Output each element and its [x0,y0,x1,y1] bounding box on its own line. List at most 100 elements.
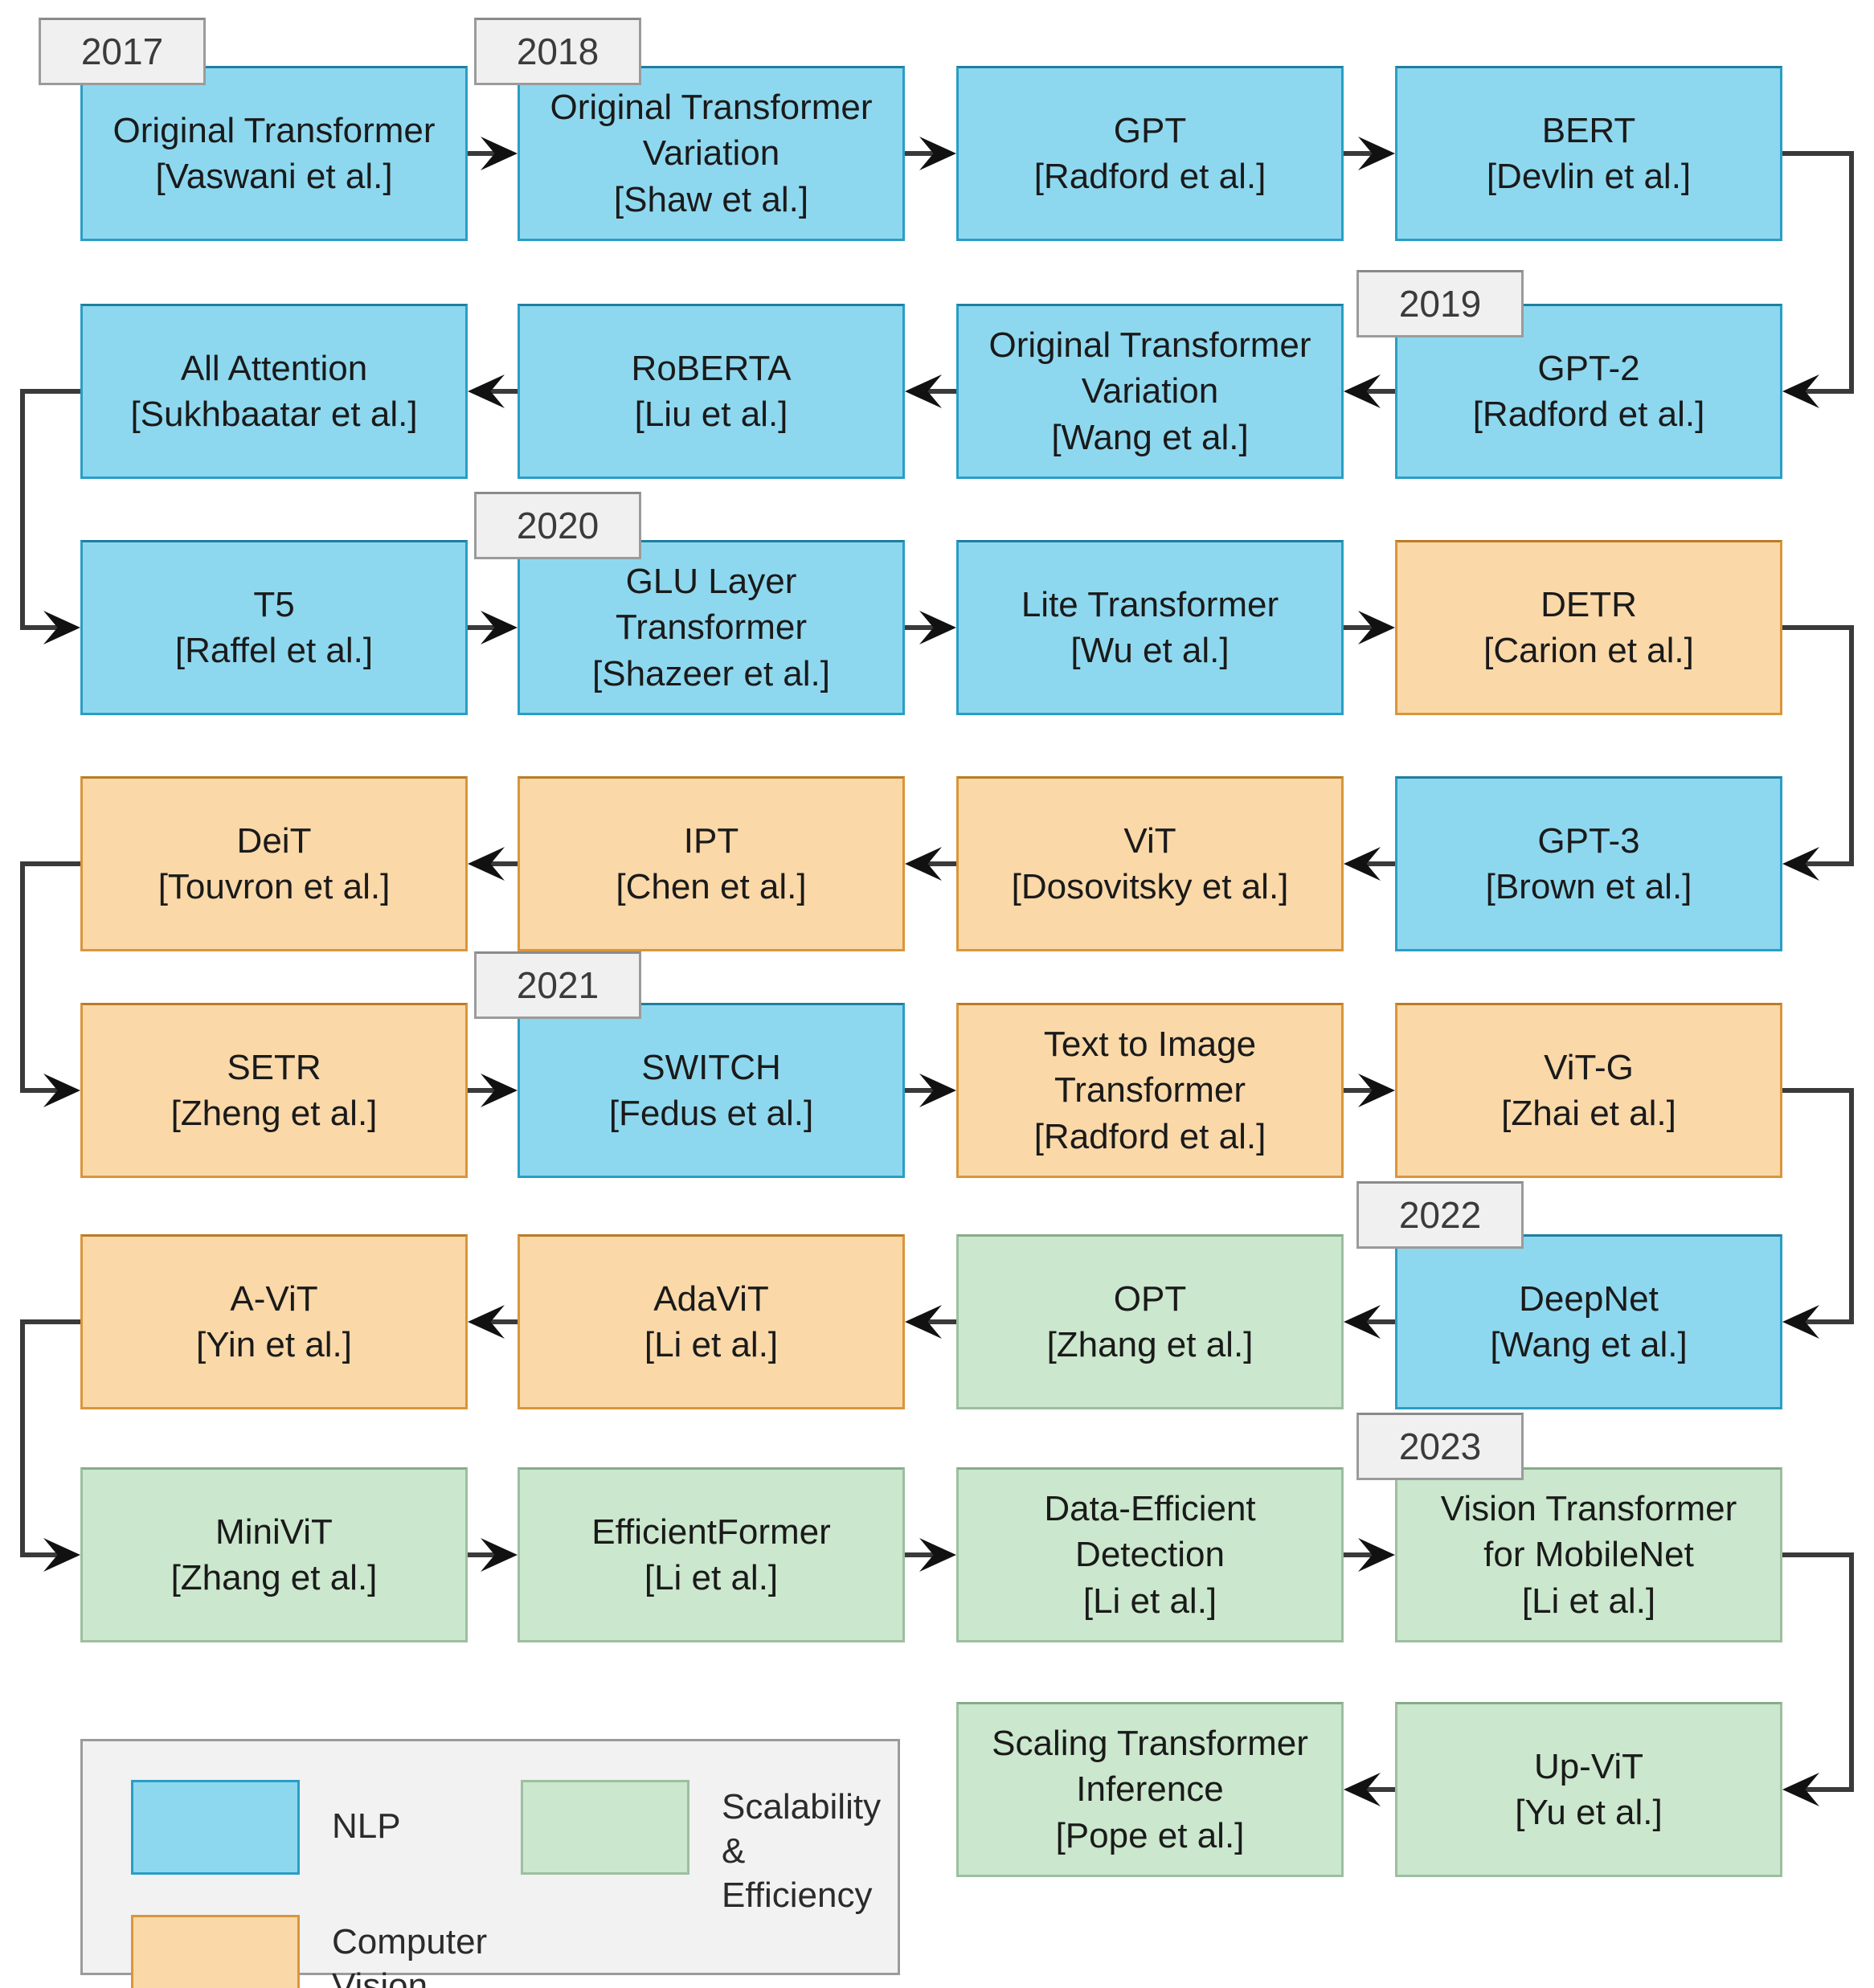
edge-deit-to-setr [20,861,80,1093]
node-gpt-3[interactable]: GPT-3[Brown et al.] [1395,776,1782,951]
node-setr[interactable]: SETR [Zheng et al.] [80,1003,468,1178]
node-t5[interactable]: T5[Raffel et al.] [80,540,468,715]
node-original-transformer-variation-shaw-line-1: Variation [642,133,780,174]
node-gpt[interactable]: GPT[Radford et al.] [956,66,1344,241]
year-badge-2018: 2018 [474,18,641,85]
edge-vit-g-to-deepnet-arrowhead [1782,1305,1819,1339]
node-original-transformer-line-0: Original Transformer [113,110,436,150]
node-adavit[interactable]: AdaViT[Li et al.] [518,1234,905,1409]
node-minivit[interactable]: MiniViT [Zhang et al.] [80,1467,468,1642]
edge-data-efficient-detection-to-vision-transformer-for-mobilenet-arrowhead [1358,1538,1395,1572]
node-t5-line-1: [Raffel et al.] [174,631,374,670]
edge-lite-transformer-to-detr-arrowhead [1358,611,1395,644]
node-data-efficient-detection-line-2: [Li et al.] [1082,1581,1217,1621]
node-ipt-line-1: [Chen et al.] [616,867,807,906]
node-adavit-line-0: AdaViT [653,1278,769,1319]
node-data-efficient-detection-line-1: Detection [1075,1535,1225,1575]
edge-a-vit-to-minivit-arrowhead [43,1538,80,1572]
edge-all-attention-to-t5 [20,389,80,630]
node-lite-transformer[interactable]: Lite Transformer[Wu et al.] [956,540,1344,715]
edge-roberta-to-all-attention-arrowhead [468,374,505,408]
legend-swatch-computer-vision [131,1915,300,1988]
node-minivit-line-1: [Zhang et al.] [170,1558,378,1597]
edge-switch-to-text-to-image-transformer-arrowhead [919,1074,956,1107]
node-roberta[interactable]: RoBERTA[Liu et al.] [518,304,905,479]
edge-gpt-to-bert-arrowhead [1358,137,1395,170]
edge-a-vit-to-minivit [20,1319,80,1557]
node-opt-line-1: [Zhang et al.] [1046,1325,1254,1364]
edge-up-vit-to-scaling-transformer-inference-arrowhead [1344,1773,1381,1806]
node-gpt-3-line-0: GPT-3 [1537,820,1640,861]
node-deepnet-line-0: DeepNet [1519,1278,1659,1319]
legend-label-computer-vision: Computer Vision [332,1922,488,1988]
node-glu-layer-transformer-line-1: Transformer [616,607,807,648]
edge-glu-layer-transformer-to-lite-transformer-arrowhead [919,611,956,644]
node-vit[interactable]: ViT[Dosovitsky et al.] [956,776,1344,951]
node-up-vit-line-0: Up-ViT [1533,1746,1644,1786]
node-bert[interactable]: BERT[Devlin et al.] [1395,66,1782,241]
node-roberta-line-1: [Liu et al.] [634,395,788,434]
legend-panel: NLP Computer Vision Scalability & Effici… [80,1739,900,1988]
node-deit-line-0: DeiT [236,820,312,861]
node-bert-line-0: BERT [1541,110,1636,150]
node-text-to-image-transformer-line-2: [Radford et al.] [1033,1116,1266,1156]
node-vit-line-1: [Dosovitsky et al.] [1011,867,1289,906]
node-efficientformer-line-0: EfficientFormer [591,1511,831,1552]
node-opt-line-0: OPT [1113,1278,1187,1319]
year-badge-2022: 2022 [1356,1181,1524,1249]
node-data-efficient-detection-line-0: Data-Efficient [1044,1489,1256,1529]
edge-original-transformer-variation-shaw-to-gpt-arrowhead [919,137,956,170]
node-deepnet[interactable]: DeepNet[Wang et al.] [1395,1234,1782,1409]
year-badge-2023: 2023 [1356,1413,1524,1480]
node-detr[interactable]: DETR [Carion et al.] [1395,540,1782,715]
edge-vit-g-to-deepnet [1782,1088,1854,1324]
edge-original-transformer-variation-wang-to-roberta-arrowhead [905,374,942,408]
node-scaling-transformer-inference-line-2: [Pope et al.] [1055,1815,1245,1855]
edge-efficientformer-to-data-efficient-detection-arrowhead [919,1538,956,1572]
node-vit-g[interactable]: ViT-G[Zhai et al.] [1395,1003,1782,1178]
node-switch-line-1: [Fedus et al.] [608,1094,814,1133]
node-ipt[interactable]: IPT[Chen et al.] [518,776,905,951]
edge-vision-transformer-for-mobilenet-to-up-vit [1782,1552,1854,1792]
node-detr-line-1: [Carion et al.] [1483,631,1694,670]
node-original-transformer[interactable]: Original Transformer[Vaswani et al.] [80,66,468,241]
node-text-to-image-transformer-line-0: Text to Image [1043,1025,1257,1065]
year-badge-2020: 2020 [474,492,641,559]
node-a-vit-line-1: [Yin et al.] [195,1325,353,1364]
edge-original-transformer-to-original-transformer-variation-shaw-arrowhead [481,137,518,170]
edge-bert-to-gpt-2 [1782,151,1854,394]
node-a-vit[interactable]: A-ViT [Yin et al.] [80,1234,468,1409]
node-original-transformer-variation-shaw-line-2: [Shaw et al.] [613,179,809,219]
node-switch[interactable]: SWITCH[Fedus et al.] [518,1003,905,1178]
node-minivit-line-0: MiniViT [215,1511,333,1552]
node-a-vit-line-0: A-ViT [230,1278,318,1319]
node-deit[interactable]: DeiT [Touvron et al.] [80,776,468,951]
node-up-vit[interactable]: Up-ViT[Yu et al.] [1395,1702,1782,1877]
node-detr-line-0: DETR [1541,584,1637,624]
node-deit-line-1: [Touvron et al.] [158,867,391,906]
legend-swatch-scalability-efficiency [521,1780,689,1875]
node-setr-line-1: [Zheng et al.] [170,1094,378,1133]
edge-vision-transformer-for-mobilenet-to-up-vit-arrowhead [1782,1773,1819,1806]
node-gpt-line-1: [Radford et al.] [1033,157,1266,196]
node-all-attention[interactable]: All Attention[Sukhbaatar et al.] [80,304,468,479]
node-opt[interactable]: OPT [Zhang et al.] [956,1234,1344,1409]
node-gpt-2[interactable]: GPT-2[Radford et al.] [1395,304,1782,479]
node-vit-g-line-1: [Zhai et al.] [1501,1094,1676,1133]
node-efficientformer[interactable]: EfficientFormer[Li et al.] [518,1467,905,1642]
node-vision-transformer-for-mobilenet-line-2: [Li et al.] [1521,1581,1656,1621]
node-original-transformer-variation-wang-line-2: [Wang et al.] [1051,417,1249,457]
edge-bert-to-gpt-2-arrowhead [1782,374,1819,408]
edge-detr-to-gpt-3 [1782,625,1854,866]
node-setr-line-0: SETR [227,1047,321,1087]
year-badge-2019: 2019 [1356,270,1524,337]
edge-adavit-to-a-vit-arrowhead [468,1305,505,1339]
